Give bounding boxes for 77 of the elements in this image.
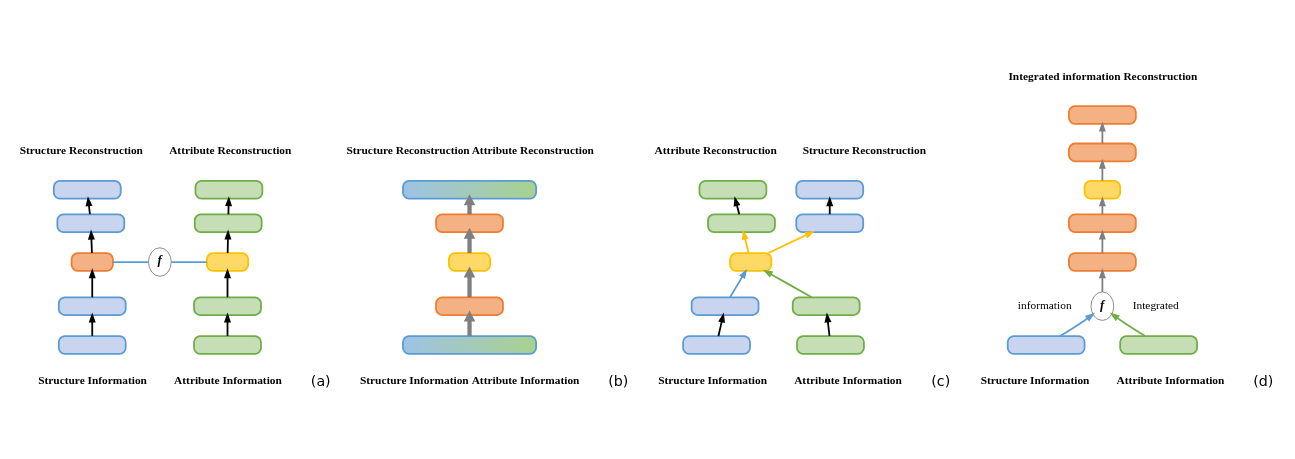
node-box [698,179,768,200]
node-label: Integrated information Reconstruction [1008,69,1198,82]
node-box [1068,251,1137,272]
node-box [205,251,250,272]
arrow [1098,120,1106,144]
arrow [717,312,725,337]
node-box [193,212,263,233]
connector [112,260,150,263]
node-label: Attribute Information [471,373,580,386]
arrow [1098,267,1106,293]
node-ellipse: f [1090,291,1115,321]
node-label: Attribute Reconstruction [471,143,594,156]
arrow [88,267,96,298]
node-box [1006,334,1086,355]
node-box [193,334,262,355]
node-box [194,179,264,200]
arrow [224,229,232,254]
node-box [70,251,114,272]
node-box [796,334,865,355]
node-box [435,212,504,233]
arrow [1098,195,1106,215]
arrow [1059,312,1096,337]
node-box [57,295,127,316]
node-box [707,212,776,233]
arrow [826,195,834,215]
node-box [193,295,262,316]
arrow [463,227,476,253]
arrow [1109,311,1146,337]
arrow [729,268,748,298]
node-box [57,334,127,355]
node-box [1119,334,1198,355]
arrow [224,267,231,298]
node-box [56,212,126,233]
node-label: Structure Information [38,373,147,386]
label: (c) [931,372,951,389]
node-label: Attribute Reconstruction [654,143,777,156]
arrow [463,193,476,214]
node-label: Structure Information [359,373,469,386]
node-label: information [1017,298,1072,311]
node-box [1068,142,1137,162]
arrow [767,230,815,254]
node-box [729,251,773,272]
node-box [795,212,865,233]
connector [170,260,208,263]
node-box [1083,179,1122,200]
label: (a) [310,372,331,389]
node-box [448,251,492,272]
node-label: Structure Information [658,373,767,386]
arrow [762,269,813,298]
arrow [1098,229,1106,254]
node-box [690,295,760,316]
node-label: Structure Reconstruction [802,143,927,156]
node-box [1068,104,1137,125]
node-label: Attribute Information [1116,373,1225,386]
node-box [52,179,122,200]
node-label: Structure Reconstruction [19,143,143,156]
node-box [402,334,537,355]
node-box [435,295,504,316]
node-label: Integrated [1132,298,1179,311]
arrow [1098,158,1106,182]
label: (b) [608,372,629,389]
node-box [402,179,537,200]
arrow [463,310,476,336]
node-box [682,334,751,355]
node-ellipse: f [148,246,172,277]
node-label: Structure Information [980,373,1090,386]
node-box [1068,212,1137,233]
arrow [824,312,832,337]
node-label: Attribute Information [174,373,282,386]
node-box [795,179,865,200]
node-label: Attribute Information [794,373,902,386]
arrow [463,265,476,297]
node-label: Structure Reconstruction [346,143,470,156]
node-label: Attribute Reconstruction [169,143,292,156]
node-box [791,295,861,316]
label: (d) [1253,372,1274,389]
arrow [88,311,96,337]
